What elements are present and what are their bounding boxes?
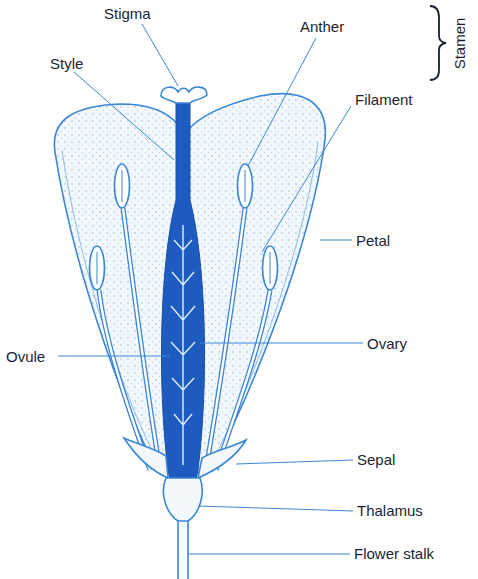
part-label: Filament [355, 92, 413, 107]
stamen-bracket [430, 6, 446, 80]
leader-lines [58, 24, 363, 554]
part-label: Sepal [357, 452, 395, 467]
part-label: Ovary [367, 336, 407, 351]
thalamus [163, 478, 202, 521]
part-label: Style [50, 56, 83, 71]
flower-stalk [178, 521, 188, 579]
part-label: Flower stalk [354, 546, 434, 561]
part-label: Ovule [6, 349, 45, 364]
part-label: Thalamus [357, 503, 423, 518]
part-label: Petal [356, 233, 390, 248]
stigma [161, 87, 207, 103]
ovules [171, 225, 195, 465]
sepal [124, 438, 246, 478]
bracket-label: Stamen [452, 17, 467, 69]
part-label: Anther [300, 19, 344, 34]
part-label: Stigma [104, 6, 151, 21]
petal-left [54, 104, 178, 472]
pistil [161, 100, 204, 491]
